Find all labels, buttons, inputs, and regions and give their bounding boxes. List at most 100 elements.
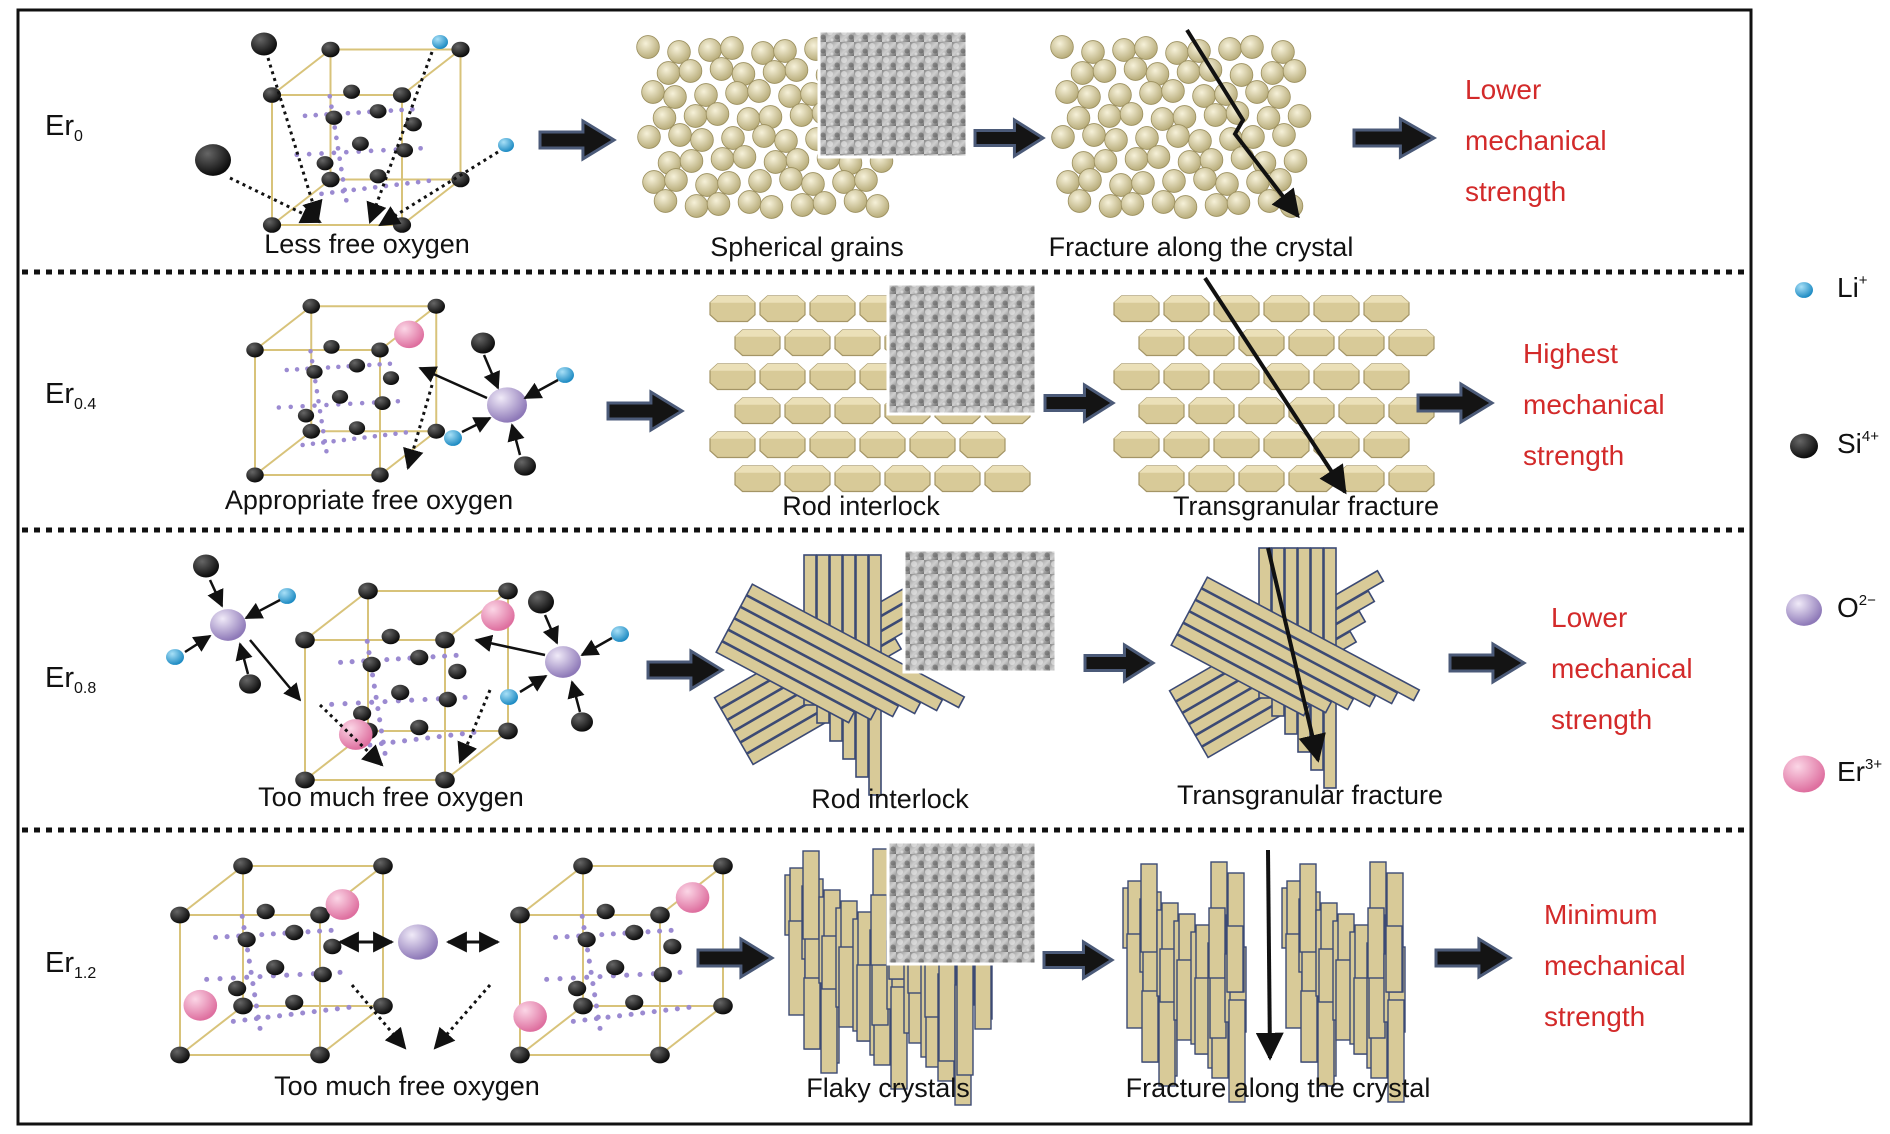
li-atom — [166, 649, 184, 665]
fracture-path-er04 — [1203, 276, 1347, 495]
si-atom — [251, 32, 277, 56]
li-atom — [432, 34, 448, 50]
process-arrow-er04-3 — [1416, 381, 1495, 425]
li-ion-sphere-icon — [1795, 282, 1813, 298]
caption-structure-er12: Too much free oxygen — [274, 1071, 540, 1101]
dotted-arrow — [433, 984, 492, 1050]
si-atom — [195, 144, 231, 176]
process-arrow-er04-1 — [606, 389, 685, 433]
li-atom — [556, 367, 574, 383]
bond-arrow — [235, 642, 253, 675]
caption-morphology-er04: Rod interlock — [782, 491, 940, 521]
bond-arrow — [184, 634, 212, 654]
dotted-arrow — [457, 689, 492, 764]
dotted-arrow — [266, 57, 323, 223]
row-label-er0: Er0 — [45, 110, 83, 145]
fracture-path-er12 — [1255, 849, 1284, 1061]
sem-image-er0 — [817, 29, 969, 159]
row-separators — [22, 269, 1747, 833]
bond-arrow — [474, 634, 546, 657]
unit-cell-er04 — [246, 298, 445, 483]
caption-morphology-er12: Flaky crystals — [806, 1073, 970, 1103]
transgranular-er08 — [1168, 547, 1421, 789]
dotted-arrow — [403, 384, 434, 471]
bond-arrow — [542, 614, 559, 645]
process-arrow-er04-2 — [1043, 382, 1116, 424]
sem-image-er12 — [886, 840, 1038, 966]
li-atom — [611, 626, 629, 642]
caption-morphology-er0: Spherical grains — [710, 232, 904, 262]
bond-arrow — [567, 680, 585, 713]
dotted-arrow — [350, 984, 407, 1050]
sem-image-er08 — [902, 548, 1058, 674]
bond-arrow — [482, 354, 500, 390]
bond-arrow — [244, 598, 281, 620]
si-ion-sphere-icon — [1790, 433, 1818, 459]
caption-morphology-er08: Rod interlock — [811, 784, 969, 814]
structure-er08 — [166, 554, 629, 789]
o-ion-sphere-icon — [1786, 594, 1822, 626]
row-label-er12: Er1.2 — [45, 947, 97, 982]
si-atom — [528, 590, 554, 614]
si-atom — [239, 674, 261, 694]
si-atom — [571, 712, 593, 732]
o-atom — [487, 387, 527, 423]
process-arrow-er08-3 — [1448, 641, 1527, 685]
structure-er12 — [170, 857, 733, 1064]
o-atom — [545, 646, 581, 678]
bond-arrow — [461, 416, 492, 434]
caption-structure-er0: Less free oxygen — [264, 229, 470, 259]
dotted-arrow — [366, 51, 434, 224]
fractured-flaky-left-er12 — [1122, 861, 1247, 1103]
caption-fracture-er0: Fracture along the crystal — [1048, 232, 1354, 262]
caption-structure-er04: Appropriate free oxygen — [224, 485, 514, 515]
structure-er04 — [246, 298, 574, 483]
process-arrow-er12-1 — [696, 936, 775, 980]
caption-fracture-er04: Transgranular fracture — [1172, 491, 1440, 521]
process-arrow-er12-2 — [1042, 939, 1115, 981]
legend-label-o: O2− — [1837, 592, 1876, 623]
dotted-arrow — [318, 703, 384, 767]
bond-arrow — [523, 378, 559, 400]
bond-arrow — [249, 639, 302, 702]
legend-label-si: Si4+ — [1837, 428, 1880, 459]
process-arrow-er12-3 — [1434, 936, 1513, 980]
rod-interlock-er08 — [713, 554, 966, 796]
unit-cell-er0 — [262, 41, 470, 233]
dotted-arrow — [229, 176, 322, 224]
dotted-arrow — [378, 150, 499, 227]
li-atom — [498, 137, 514, 153]
structure-er0 — [195, 32, 514, 233]
sem-image-er04 — [886, 282, 1038, 416]
o-atom — [398, 924, 438, 960]
bond-arrow — [507, 423, 525, 456]
o-atom — [210, 609, 246, 641]
bond-arrow — [580, 636, 613, 657]
li-atom — [278, 588, 296, 604]
process-arrow-er0-2 — [973, 117, 1046, 159]
li-atom — [500, 689, 518, 705]
legend-label-li: Li+ — [1837, 272, 1868, 303]
fracture-path-er08 — [1266, 547, 1326, 763]
unit-cell-er12-right — [510, 857, 733, 1064]
fracture-path-er0 — [1185, 28, 1300, 219]
row-label-er08: Er0.8 — [45, 662, 97, 697]
process-arrow-er08-1 — [646, 648, 725, 692]
process-arrow-er0-1 — [538, 118, 617, 162]
caption-structure-er08: Too much free oxygen — [258, 782, 524, 812]
process-arrow-er0-3 — [1352, 116, 1438, 160]
caption-fracture-er08: Transgranular fracture — [1176, 780, 1444, 810]
process-arrow-er08-2 — [1083, 642, 1156, 684]
row-label-er04: Er0.4 — [45, 378, 97, 413]
bond-arrow — [519, 674, 548, 694]
unit-cell-er08 — [295, 582, 518, 789]
fractured-grains-er0 — [1050, 35, 1312, 219]
si-atom — [514, 456, 536, 476]
fractured-flaky-right-er12 — [1281, 861, 1406, 1103]
bond-arrow — [418, 366, 488, 400]
